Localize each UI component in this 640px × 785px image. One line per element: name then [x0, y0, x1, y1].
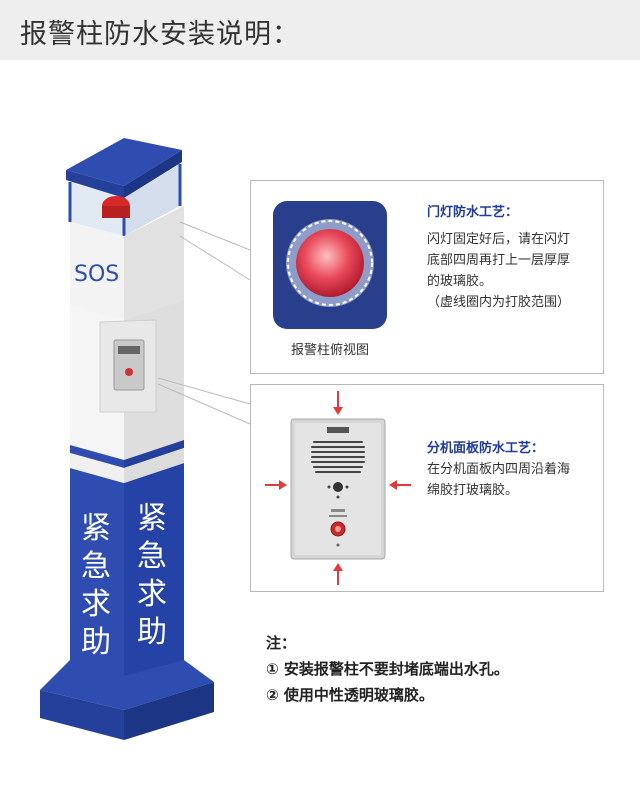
pole-char: 紧	[137, 501, 167, 536]
text-line: 在分机面板内四周沿着海	[427, 462, 571, 477]
top-view-image	[273, 201, 387, 329]
page-title: 报警柱防水安装说明：	[20, 19, 300, 50]
notes-section: 注： ① 安装报警柱不要封堵底端出水孔。 ② 使用中性透明玻璃胶。	[266, 630, 509, 708]
text-line: 底部四周再打上一层厚厚	[427, 253, 571, 268]
alarm-pole-illustration	[40, 138, 214, 740]
text-line: （虚线圈内为打胶范围）	[427, 295, 571, 310]
notes-heading: 注：	[266, 634, 297, 652]
text-line: 闪灯固定好后，请在闪灯	[427, 232, 571, 247]
pole-char: 求	[81, 587, 111, 622]
header-bar: 报警柱防水安装说明：	[0, 0, 640, 60]
sos-label: SOS	[74, 262, 120, 287]
pole-char: 求	[137, 577, 167, 612]
note-item: ② 使用中性透明玻璃胶。	[266, 686, 434, 704]
text-line: 绵胶打玻璃胶。	[427, 483, 519, 498]
pole-char: 助	[137, 615, 167, 650]
intercom-panel-title: 分机面板防水工艺：	[427, 441, 545, 456]
pole-char: 急	[81, 549, 111, 584]
lamp-waterproof-panel: 报警柱俯视图 门灯防水工艺： 闪灯固定好后，请在闪灯 底部四周再打上一层厚厚 的…	[250, 180, 604, 374]
intercom-panel-text: 在分机面板内四周沿着海 绵胶打玻璃胶。	[427, 459, 597, 501]
note-item: ① 安装报警柱不要封堵底端出水孔。	[266, 660, 509, 678]
lamp-top-view-icon	[286, 219, 374, 307]
text-line: 的玻璃胶。	[427, 274, 493, 289]
intercom-device-image	[265, 391, 411, 585]
pole-text-left: 紧 急 求 助	[78, 510, 114, 662]
intercom-waterproof-panel: 分机面板防水工艺： 在分机面板内四周沿着海 绵胶打玻璃胶。	[250, 384, 604, 592]
lamp-panel-title: 门灯防水工艺：	[427, 205, 519, 220]
pole-char: 急	[137, 539, 167, 574]
pole-text-right: 紧 急 求 助	[134, 500, 170, 652]
top-view-caption: 报警柱俯视图	[290, 343, 369, 358]
pole-char: 紧	[81, 511, 111, 546]
lamp-panel-text: 闪灯固定好后，请在闪灯 底部四周再打上一层厚厚 的玻璃胶。 （虚线圈内为打胶范围…	[427, 229, 597, 313]
pole-char: 助	[81, 625, 111, 660]
